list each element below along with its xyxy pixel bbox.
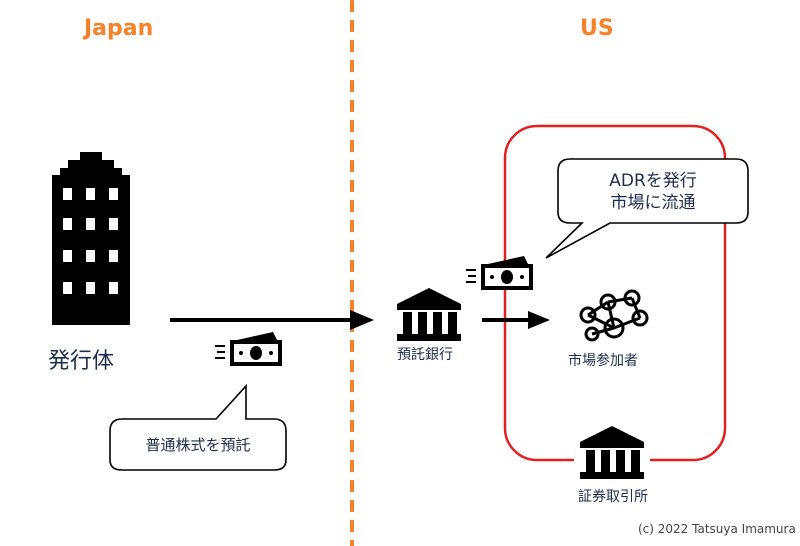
callout-adr-line1: ADRを発行	[609, 171, 697, 191]
deposit-arrow	[170, 310, 374, 330]
market-participants-label: 市場参加者	[568, 353, 638, 369]
bank-icon	[574, 420, 650, 482]
bank-icon	[397, 288, 461, 341]
callout-deposit-text: 普通株式を預託	[145, 436, 251, 454]
callout-adr-text: ADRを発行 市場に流通	[558, 170, 748, 214]
callout-adr-line2: 市場に流通	[610, 193, 696, 213]
callout-deposit-shape	[109, 383, 287, 471]
depositary-bank-label: 預託銀行	[397, 347, 453, 363]
issuer-label: 発行体	[48, 349, 115, 374]
exchange-label: 証券取引所	[578, 489, 648, 505]
building-icon	[52, 152, 130, 325]
region-label-japan: Japan	[84, 16, 154, 41]
callout-adr-shape	[545, 158, 749, 259]
region-label-us: US	[580, 16, 614, 41]
network-people-icon	[579, 289, 649, 342]
distribution-arrow	[482, 311, 550, 329]
cash-icon	[466, 256, 533, 290]
copyright-text: (c) 2022 Tatsuya Imamura	[638, 522, 796, 536]
cash-icon	[215, 332, 282, 366]
